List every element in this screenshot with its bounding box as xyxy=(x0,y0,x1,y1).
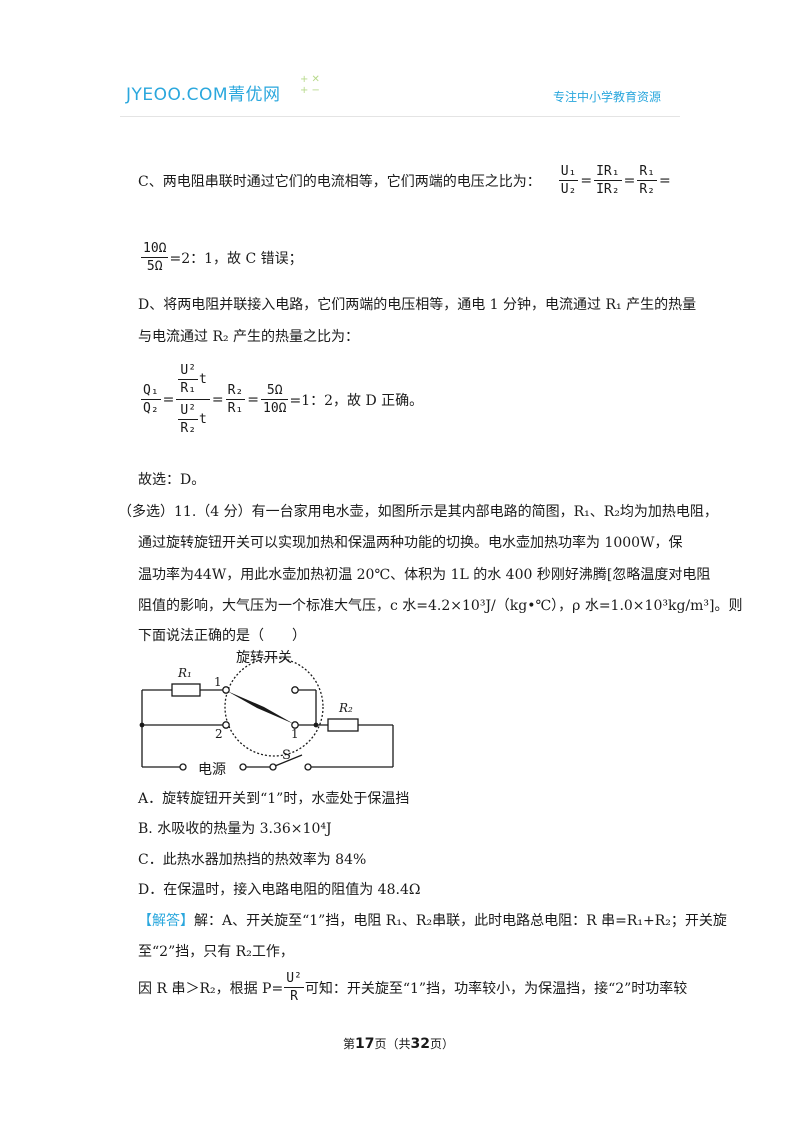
numerator: R₂ xyxy=(225,383,246,400)
footer-text: 第 xyxy=(343,1037,356,1051)
numerator: R₁ xyxy=(637,164,657,181)
circuit-diagram xyxy=(139,657,394,771)
numerator: 5Ω xyxy=(261,382,289,400)
equals-sign: = xyxy=(580,172,593,189)
rotary-pointer xyxy=(227,691,294,724)
current-page-number: 17 xyxy=(355,1036,375,1052)
contact-1-left xyxy=(222,686,230,694)
equals-sign: = xyxy=(623,172,636,189)
solution-text: 因 R 串＞R₂，根据 P= xyxy=(138,980,284,997)
label-pos1-left: 1 xyxy=(214,675,222,689)
source-terminal-right xyxy=(239,763,247,771)
junction-dot xyxy=(313,722,319,728)
numerator: U² xyxy=(284,971,304,988)
time-symbol: t xyxy=(199,412,207,427)
total-pages-number: 32 xyxy=(410,1036,430,1052)
label-pos2: 2 xyxy=(215,727,223,741)
footer-text: 页） xyxy=(430,1037,455,1051)
denominator: Q₂ xyxy=(143,401,159,416)
solution-text: 解：A、开关旋至“1”挡，电阻 R₁、R₂串联，此时电路总电阻：R 串=R₁+R… xyxy=(194,913,727,929)
footer-text: 页（共 xyxy=(374,1037,411,1051)
resistor-r2 xyxy=(327,718,359,732)
denominator: U₂ xyxy=(560,182,577,197)
header-divider xyxy=(120,116,680,117)
label-r1: R₁ xyxy=(178,666,192,680)
para-d-line1: D、将两电阻并联接入电路，它们两端的电压相等，通电 1 分钟，电流通过 R₁ 产… xyxy=(138,297,697,313)
option-a: A．旋转旋钮开关到“1”时，水壶处于保温挡 xyxy=(138,791,410,807)
denominator: R₁ xyxy=(227,401,244,416)
page-footer: 第17页（共32页） xyxy=(343,1035,454,1052)
numerator: IR₁ xyxy=(594,164,622,181)
denominator: R xyxy=(290,989,298,1004)
numerator: U² xyxy=(178,363,199,380)
label-r2: R₂ xyxy=(339,701,353,715)
para-d-line2: 与电流通过 R₂ 产生的热量之比为： xyxy=(138,329,360,345)
site-tagline: 专注中小学教育资源 xyxy=(553,90,662,104)
q11-line4: 阻值的影响，大气压为一个标准大气压，c 水=4.2×10³J/（kg•℃），ρ … xyxy=(138,598,743,614)
para-c-result-text: =2：1，故 C 错误； xyxy=(169,250,303,267)
numerator: U² xyxy=(178,403,199,420)
switch-s-blade xyxy=(274,754,303,767)
solution-text: 可知：开关旋至“1”挡，功率较小，为保温挡，接“2”时功率较 xyxy=(304,980,688,997)
q11-line3: 温功率为44W，用此水壶加热初温 20℃、体积为 1L 的水 400 秒刚好沸腾… xyxy=(138,567,711,583)
switch-title: 旋转开关 xyxy=(236,650,292,666)
option-b: B. 水吸收的热量为 3.36×10⁴J xyxy=(138,821,332,837)
q11-line5: 下面说法正确的是（ ） xyxy=(138,628,306,644)
label-switch-s: S xyxy=(282,748,291,763)
denominator: 5Ω xyxy=(146,259,163,274)
resistor-r1 xyxy=(171,683,201,697)
junction-dot xyxy=(139,722,145,728)
label-pos1-right: 1 xyxy=(291,727,299,741)
solution-line1: 【解答】解：A、开关旋至“1”挡，电阻 R₁、R₂串联，此时电路总电阻：R 串=… xyxy=(138,910,727,930)
logo-decoration-icon: + ✕+ − xyxy=(300,74,320,96)
numerator: U₁ xyxy=(558,164,579,181)
contact-2 xyxy=(222,721,230,729)
option-c: C．此热水器加热挡的热效率为 84% xyxy=(138,852,367,868)
answer-choice: 故选：D。 xyxy=(138,472,206,488)
para-d-result-text: =1：2，故 D 正确。 xyxy=(289,392,424,409)
option-d: D．在保温时，接入电路电阻的阻值为 48.4Ω xyxy=(138,882,421,898)
contact-upper-right xyxy=(291,686,299,694)
denominator: R₂ xyxy=(180,421,197,436)
q11-line2: 通过旋转旋钮开关可以实现加热和保温两种功能的切换。电水壶加热功率为 1000W，… xyxy=(138,535,683,551)
numerator: Q₁ xyxy=(141,383,161,400)
q11-line1: （多选）11.（4 分）有一台家用电水壶，如图所示是其内部电路的简图，R₁、R₂… xyxy=(118,504,718,520)
denominator: R₂ xyxy=(639,182,655,197)
time-symbol: t xyxy=(199,372,207,387)
source-terminal-left xyxy=(179,763,187,771)
denominator: R₁ xyxy=(180,381,197,396)
solution-tag: 【解答】 xyxy=(138,913,194,929)
denominator: IR₂ xyxy=(596,182,620,197)
denominator: 10Ω xyxy=(263,401,287,416)
label-power-source: 电源 xyxy=(198,762,226,778)
numerator: 10Ω xyxy=(141,241,169,258)
site-logo: JYEOO.COM菁优网 xyxy=(126,85,281,105)
solution-line2: 至“2”挡，只有 R₂工作， xyxy=(138,944,294,960)
para-c-text: C、两电阻串联时通过它们的电流相等，它们两端的电压之比为： xyxy=(138,173,541,190)
rotary-switch-dial xyxy=(224,657,324,757)
equals-sign: = xyxy=(658,172,671,189)
